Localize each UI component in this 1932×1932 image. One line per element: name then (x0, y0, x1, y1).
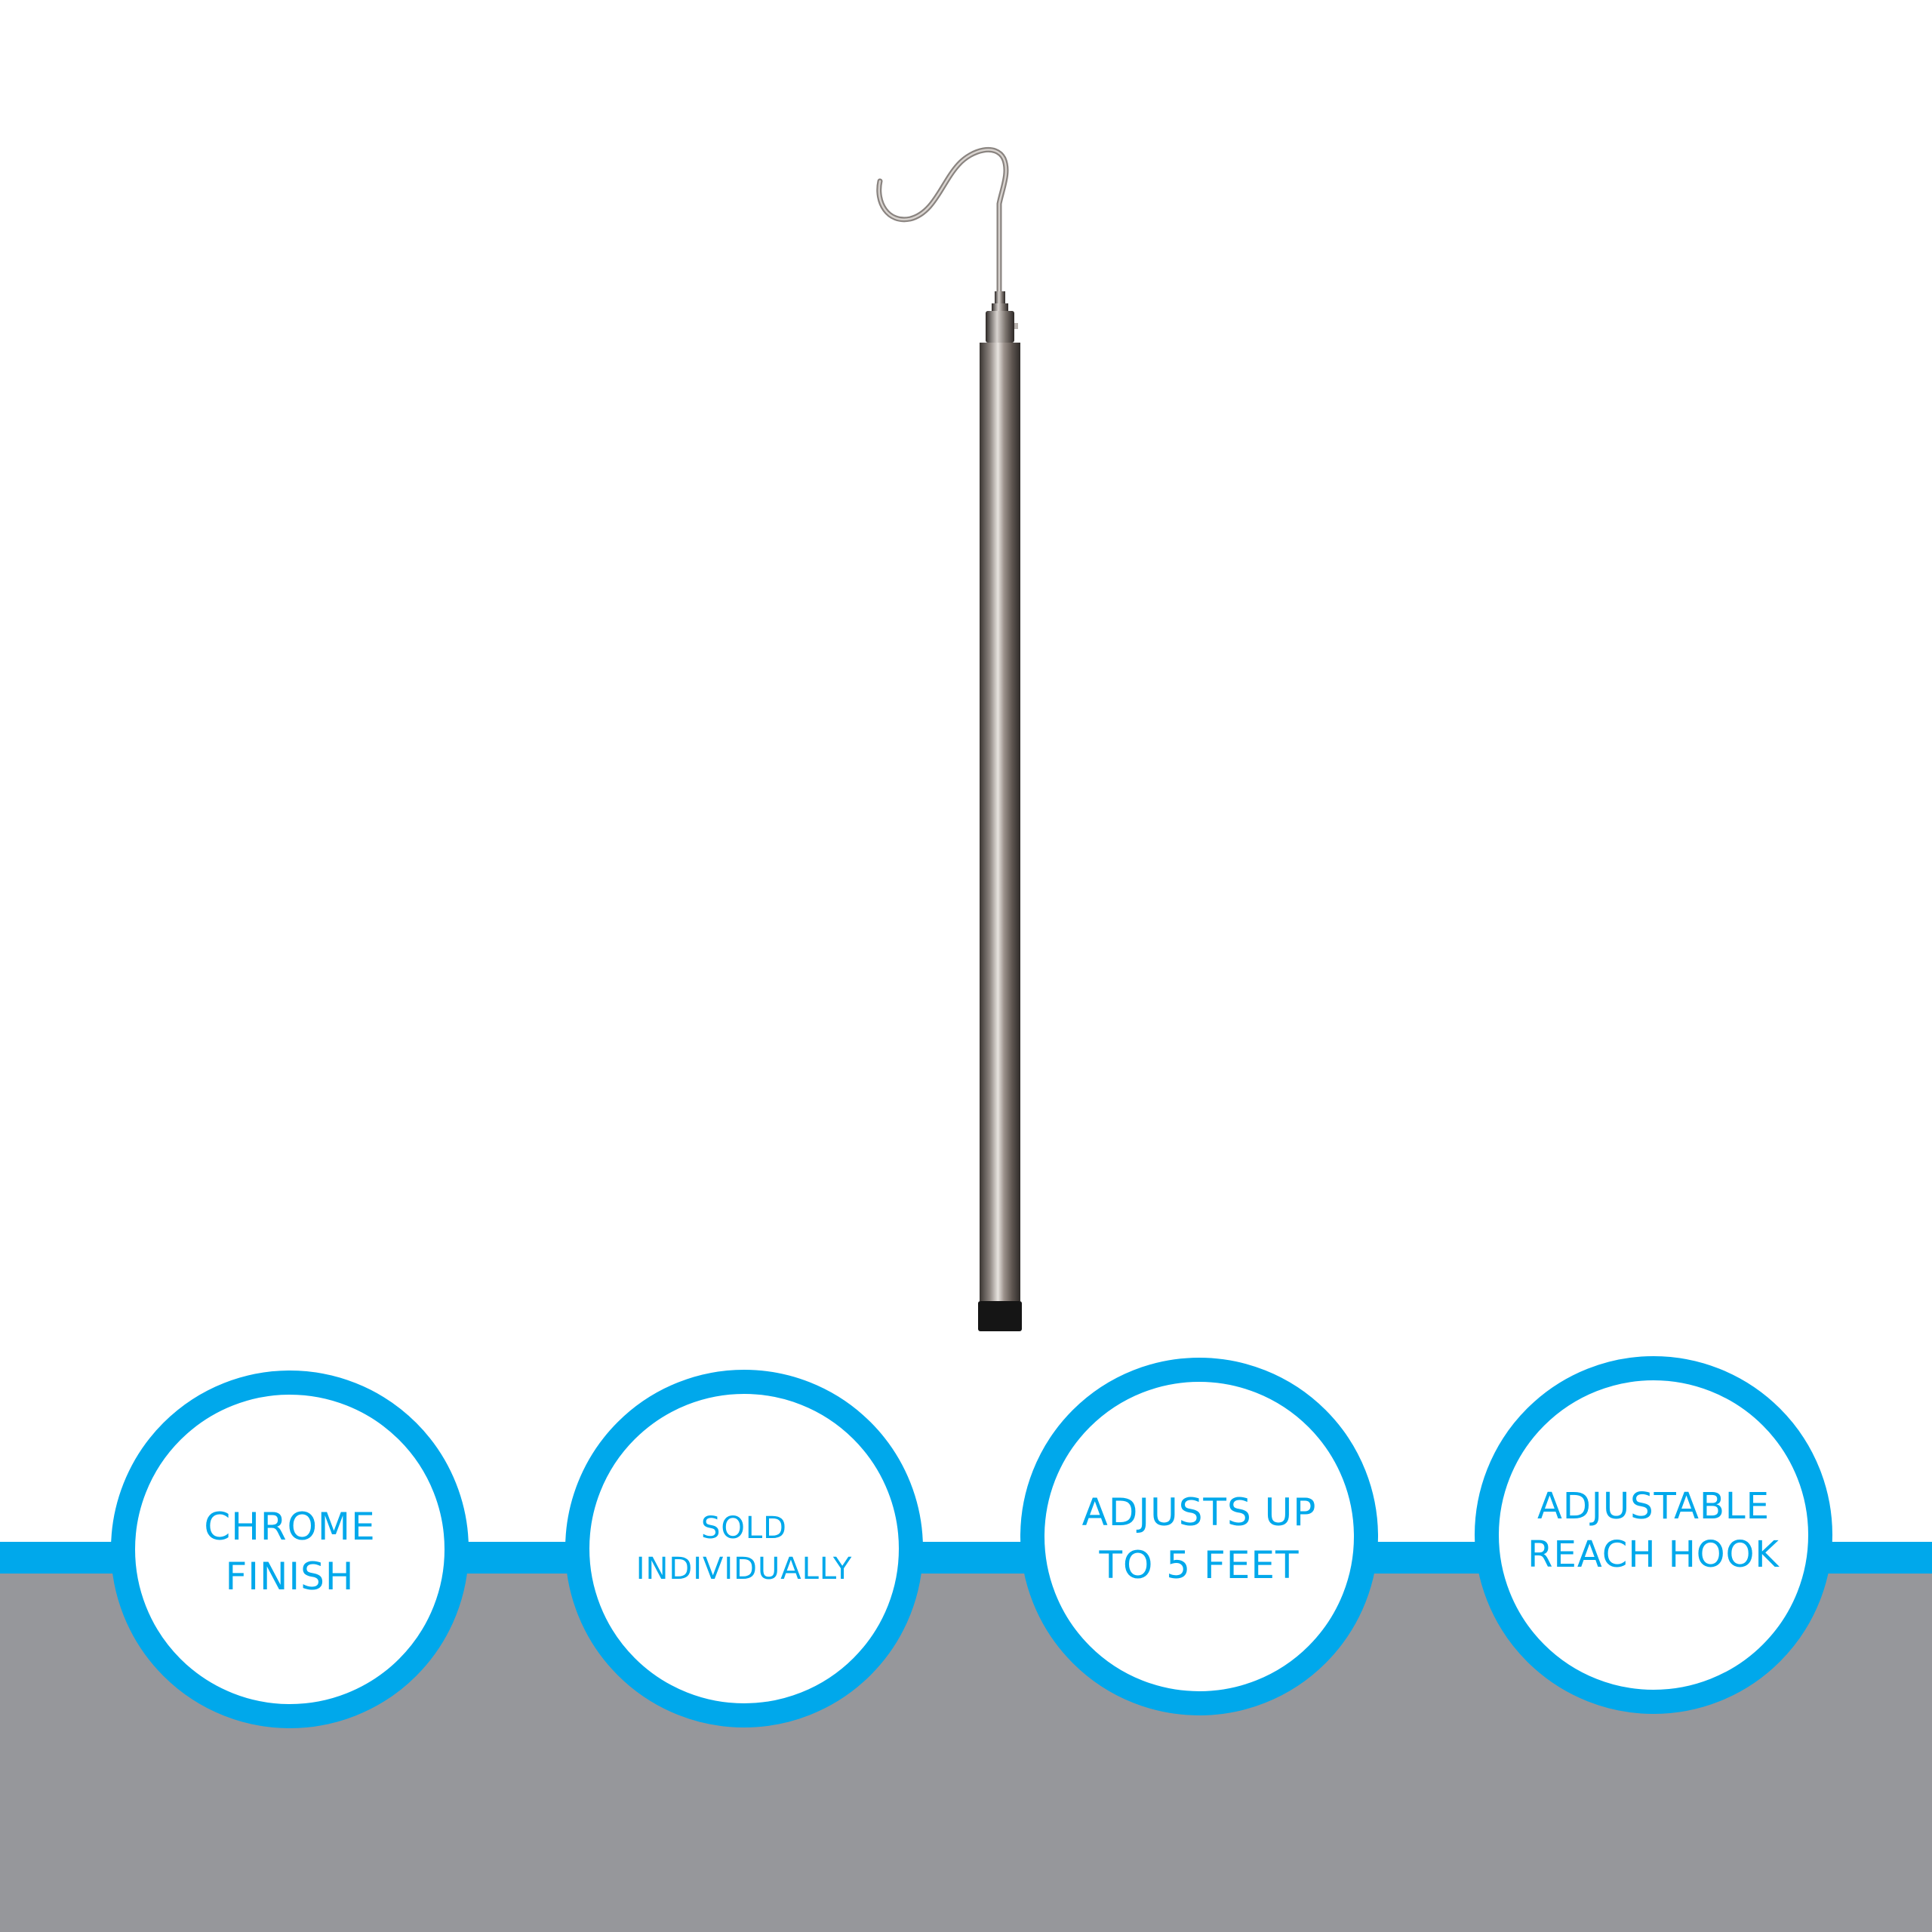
feature-label: SOLD INDIVIDUALLY (635, 1511, 853, 1586)
feature-badge-sold-individually: SOLD INDIVIDUALLY (565, 1370, 923, 1727)
feature-badge-adjustable-hook: ADJUSTABLE REACH HOOK (1475, 1356, 1832, 1714)
feature-badge-chrome-finish: CHROME FINISH (111, 1371, 469, 1728)
reach-hook-pole-icon (876, 146, 1022, 1331)
hook-icon (876, 146, 1009, 297)
feature-label: ADJUSTABLE REACH HOOK (1527, 1485, 1780, 1576)
feature-badge-adjusts-length: ADJUSTS UP TO 5 FEET (1020, 1358, 1378, 1715)
feature-label: ADJUSTS UP TO 5 FEET (1081, 1491, 1317, 1587)
feature-label: CHROME FINISH (204, 1505, 376, 1598)
